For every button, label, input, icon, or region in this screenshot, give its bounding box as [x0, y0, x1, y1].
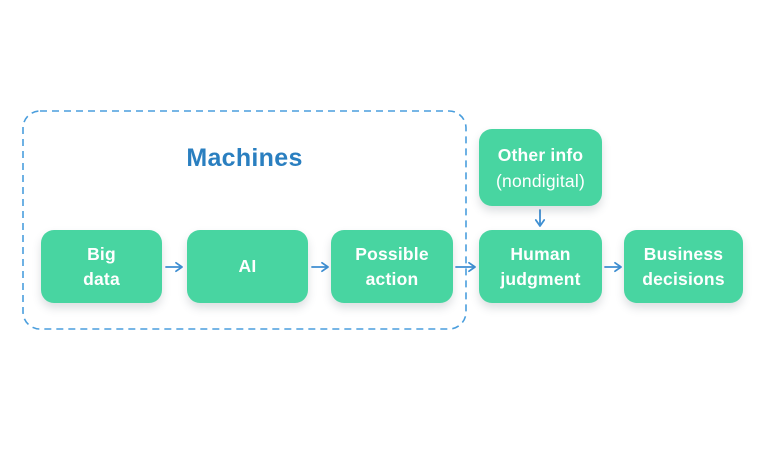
node-big-data-label-line2: data [83, 268, 120, 289]
node-other-info: Other info (nondigital) [479, 129, 602, 206]
node-ai: AI [187, 230, 308, 303]
node-other-info-label-line1: Other info [497, 144, 584, 165]
node-big-data: Big data [41, 230, 162, 303]
node-possible-action: Possible action [331, 230, 453, 303]
flow-arrow-big-data-to-ai [165, 261, 183, 273]
node-business-decisions: Business decisions [624, 230, 743, 303]
node-ai-label-line1: AI [238, 256, 257, 276]
flow-arrow-possible-action-to-human-judgment [455, 261, 476, 273]
node-possible-action-label-line2: action [365, 268, 419, 289]
node-business-decisions-label-line1: Business [643, 243, 724, 264]
machines-group-label: Machines [186, 144, 303, 172]
node-possible-action-label-line1: Possible [355, 243, 429, 264]
flow-arrow-ai-to-possible-action [311, 261, 329, 273]
node-other-info-label-line2: (nondigital) [496, 170, 585, 191]
flow-arrow-other-info-to-human-judgment [534, 209, 546, 227]
node-human-judgment-label-line1: Human [510, 243, 571, 264]
node-human-judgment-label-line2: judgment [500, 268, 581, 289]
node-human-judgment: Human judgment [479, 230, 602, 303]
node-business-decisions-label-line2: decisions [642, 268, 725, 289]
node-big-data-label-line1: Big [87, 243, 116, 264]
flow-arrow-human-judgment-to-business-decisions [604, 261, 622, 273]
